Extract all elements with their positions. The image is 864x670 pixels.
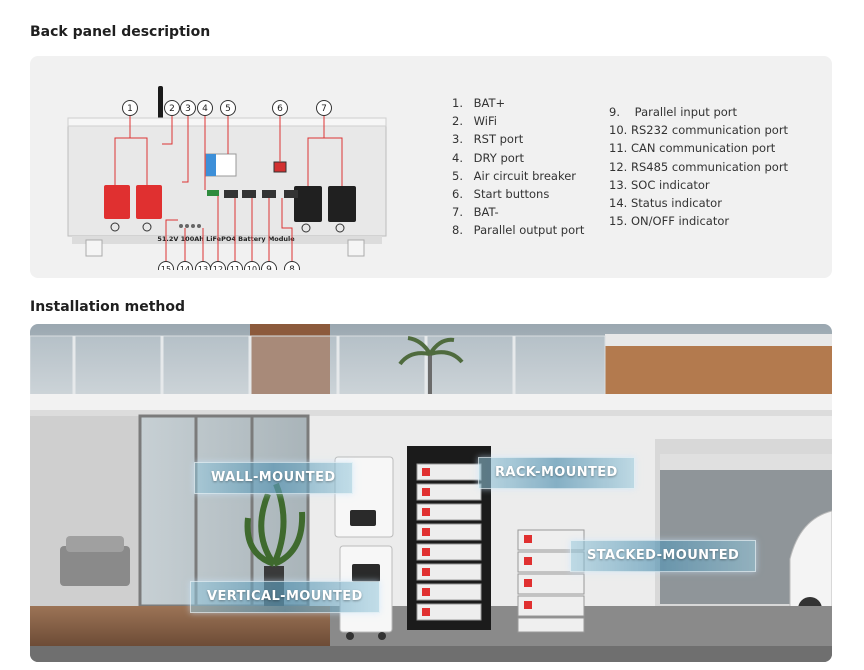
- callout-7: 7: [316, 100, 332, 116]
- installation-scene: WALL-MOUNTED RACK-MOUNTED STACKED-MOUNTE…: [30, 324, 832, 662]
- module-label: 51.2V 100Ah LiFePO4 Battery Module: [157, 235, 295, 243]
- svg-text:9: 9: [266, 265, 272, 270]
- svg-text:2: 2: [169, 104, 175, 114]
- battery-back-panel-diagram: 51.2V 100Ah LiFePO4 Battery Module 1 2: [67, 86, 387, 270]
- callout-1: 1: [122, 100, 138, 116]
- callout-9: 9: [261, 261, 277, 270]
- svg-text:12: 12: [213, 265, 223, 270]
- callout-8: 8: [284, 261, 300, 270]
- legend-item: 10.RS232 communication port: [609, 123, 789, 138]
- legend-item: 4. DRY port: [452, 150, 525, 165]
- legend-item: 7. BAT-: [452, 205, 499, 220]
- legend-item: 5. Air circuit breaker: [452, 168, 577, 183]
- callout-14: 14: [177, 261, 193, 270]
- svg-text:3: 3: [185, 104, 191, 114]
- legend-right: 9. Parallel input port 10.RS232 communic…: [609, 103, 788, 230]
- callout-11: 11: [227, 261, 243, 270]
- callout-6: 6: [272, 100, 288, 116]
- callout-3: 3: [180, 100, 196, 116]
- legend-left: 1. BAT+ 2. WiFi 3. RST port 4. DRY port …: [452, 94, 584, 240]
- svg-text:4: 4: [202, 104, 208, 114]
- callout-12: 12: [210, 261, 226, 270]
- legend-item: 8. Parallel output port: [452, 223, 585, 238]
- back-panel-heading: Back panel description: [30, 24, 211, 40]
- svg-text:8: 8: [289, 265, 295, 270]
- legend-item: 1. BAT+: [452, 96, 506, 110]
- callout-13: 13: [195, 261, 211, 270]
- callout-5: 5: [220, 100, 236, 116]
- svg-text:11: 11: [230, 265, 240, 270]
- vertical-mounted-tag: VERTICAL-MOUNTED: [190, 581, 380, 613]
- legend-item: 9. Parallel input port: [609, 105, 738, 119]
- wall-mounted-tag: WALL-MOUNTED: [194, 462, 353, 494]
- back-panel-card: 51.2V 100Ah LiFePO4 Battery Module 1 2: [30, 56, 832, 278]
- legend-item: 15.ON/OFF indicator: [609, 214, 730, 229]
- installation-heading: Installation method: [30, 299, 186, 315]
- house-illustration: [30, 324, 832, 662]
- callout-15: 15: [158, 261, 174, 270]
- rack-mounted-tag: RACK-MOUNTED: [478, 457, 635, 489]
- legend-item: 6. Start buttons: [452, 187, 550, 202]
- svg-text:14: 14: [180, 265, 190, 270]
- svg-text:1: 1: [127, 104, 133, 114]
- legend-item: 2. WiFi: [452, 114, 497, 129]
- callout-2: 2: [164, 100, 180, 116]
- callout-10: 10: [244, 261, 260, 270]
- svg-text:6: 6: [277, 104, 283, 114]
- svg-text:5: 5: [225, 104, 231, 114]
- legend-item: 3. RST port: [452, 132, 524, 147]
- stacked-mounted-tag: STACKED-MOUNTED: [570, 540, 757, 572]
- legend-item: 13.SOC indicator: [609, 177, 710, 192]
- callout-4: 4: [197, 100, 213, 116]
- legend-item: 12.RS485 communication port: [609, 159, 789, 174]
- svg-text:13: 13: [198, 265, 208, 270]
- svg-text:15: 15: [161, 265, 171, 270]
- legend-item: 14.Status indicator: [609, 196, 722, 211]
- svg-text:7: 7: [321, 104, 327, 114]
- svg-text:10: 10: [247, 265, 257, 270]
- legend-item: 11.CAN communication port: [609, 141, 776, 156]
